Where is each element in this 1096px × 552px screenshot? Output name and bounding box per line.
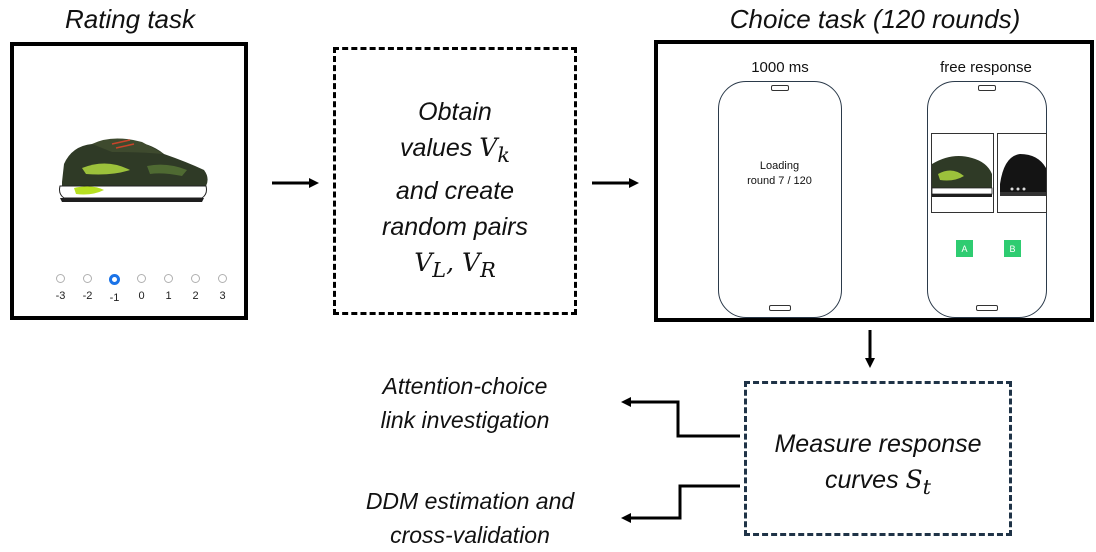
measure-text: Measure response curves St	[747, 426, 1009, 505]
choice-button-b[interactable]: B	[1004, 240, 1021, 257]
ddm-estimation-text: DDM estimation and cross-validation	[365, 488, 575, 548]
arrow-measure-to-ddm	[621, 484, 740, 523]
phone-home-button	[976, 305, 998, 311]
loading-text: Loading round 7 / 120	[747, 160, 812, 187]
choice-task-panel: 1000 ms Loading round 7 / 120 free respo…	[654, 40, 1094, 322]
sneaker-image	[59, 138, 208, 202]
option-b-image	[997, 133, 1047, 213]
phone-choice: A B	[927, 81, 1047, 318]
rating-option-label: -2	[82, 290, 93, 302]
values-line: values Vk	[400, 133, 510, 167]
pairs-line: random pairs	[382, 213, 528, 241]
obtain-values-text: Obtain values Vk and create random pairs…	[336, 94, 574, 288]
phone2-label: free response	[940, 59, 1032, 76]
rating-option-label: -3	[55, 290, 66, 302]
radio-button[interactable]	[164, 274, 173, 283]
pair-symbols: VL, VR	[414, 248, 496, 282]
rating-option-label: 0	[138, 290, 145, 302]
radio-button[interactable]	[191, 274, 200, 283]
arrow-measure-to-attention	[621, 397, 740, 438]
rating-option-label: -1	[109, 292, 120, 304]
radio-button[interactable]	[83, 274, 92, 283]
vk-symbol: Vk	[479, 133, 510, 167]
sneaker-b-image	[1000, 154, 1046, 196]
phone-home-button	[769, 305, 791, 311]
rating-option[interactable]: 2	[187, 274, 204, 304]
rating-option-label: 3	[219, 290, 226, 302]
radio-button-selected[interactable]	[109, 274, 120, 285]
rating-scale: -3 -2 -1 0 1 2 3	[52, 274, 231, 304]
rating-option-selected[interactable]: -1	[106, 274, 123, 304]
option-a-image	[931, 133, 994, 213]
radio-button[interactable]	[56, 274, 65, 283]
rating-task-title: Rating task	[64, 4, 196, 34]
radio-button[interactable]	[137, 274, 146, 283]
radio-button[interactable]	[218, 274, 227, 283]
choice-task-title: Choice task (120 rounds)	[729, 4, 1021, 34]
rating-option[interactable]: 0	[133, 274, 150, 304]
phone-loading: Loading round 7 / 120	[718, 81, 842, 318]
measure-response-box: Measure response curves St	[744, 381, 1012, 536]
rating-option-label: 2	[192, 290, 199, 302]
rating-option[interactable]: -2	[79, 274, 96, 304]
rating-option-label: 1	[165, 290, 172, 302]
rating-option[interactable]: 1	[160, 274, 177, 304]
choice-button-a[interactable]: A	[956, 240, 973, 257]
obtain-line: Obtain	[418, 98, 492, 126]
measure-line: Measure response	[774, 430, 982, 458]
attention-choice-text: Attention-choice link investigation	[380, 373, 550, 433]
rating-option[interactable]: -3	[52, 274, 69, 304]
obtain-values-box: Obtain values Vk and create random pairs…	[333, 47, 577, 315]
sneaker-a-image	[932, 156, 993, 197]
create-line: and create	[395, 177, 515, 205]
rating-task-panel: -3 -2 -1 0 1 2 3	[10, 42, 248, 320]
rating-option[interactable]: 3	[214, 274, 231, 304]
phone1-label: 1000 ms	[751, 59, 809, 76]
phone-speaker	[978, 85, 996, 91]
phone-speaker	[771, 85, 789, 91]
curves-line: curves St	[824, 465, 932, 499]
st-symbol: St	[905, 465, 932, 499]
